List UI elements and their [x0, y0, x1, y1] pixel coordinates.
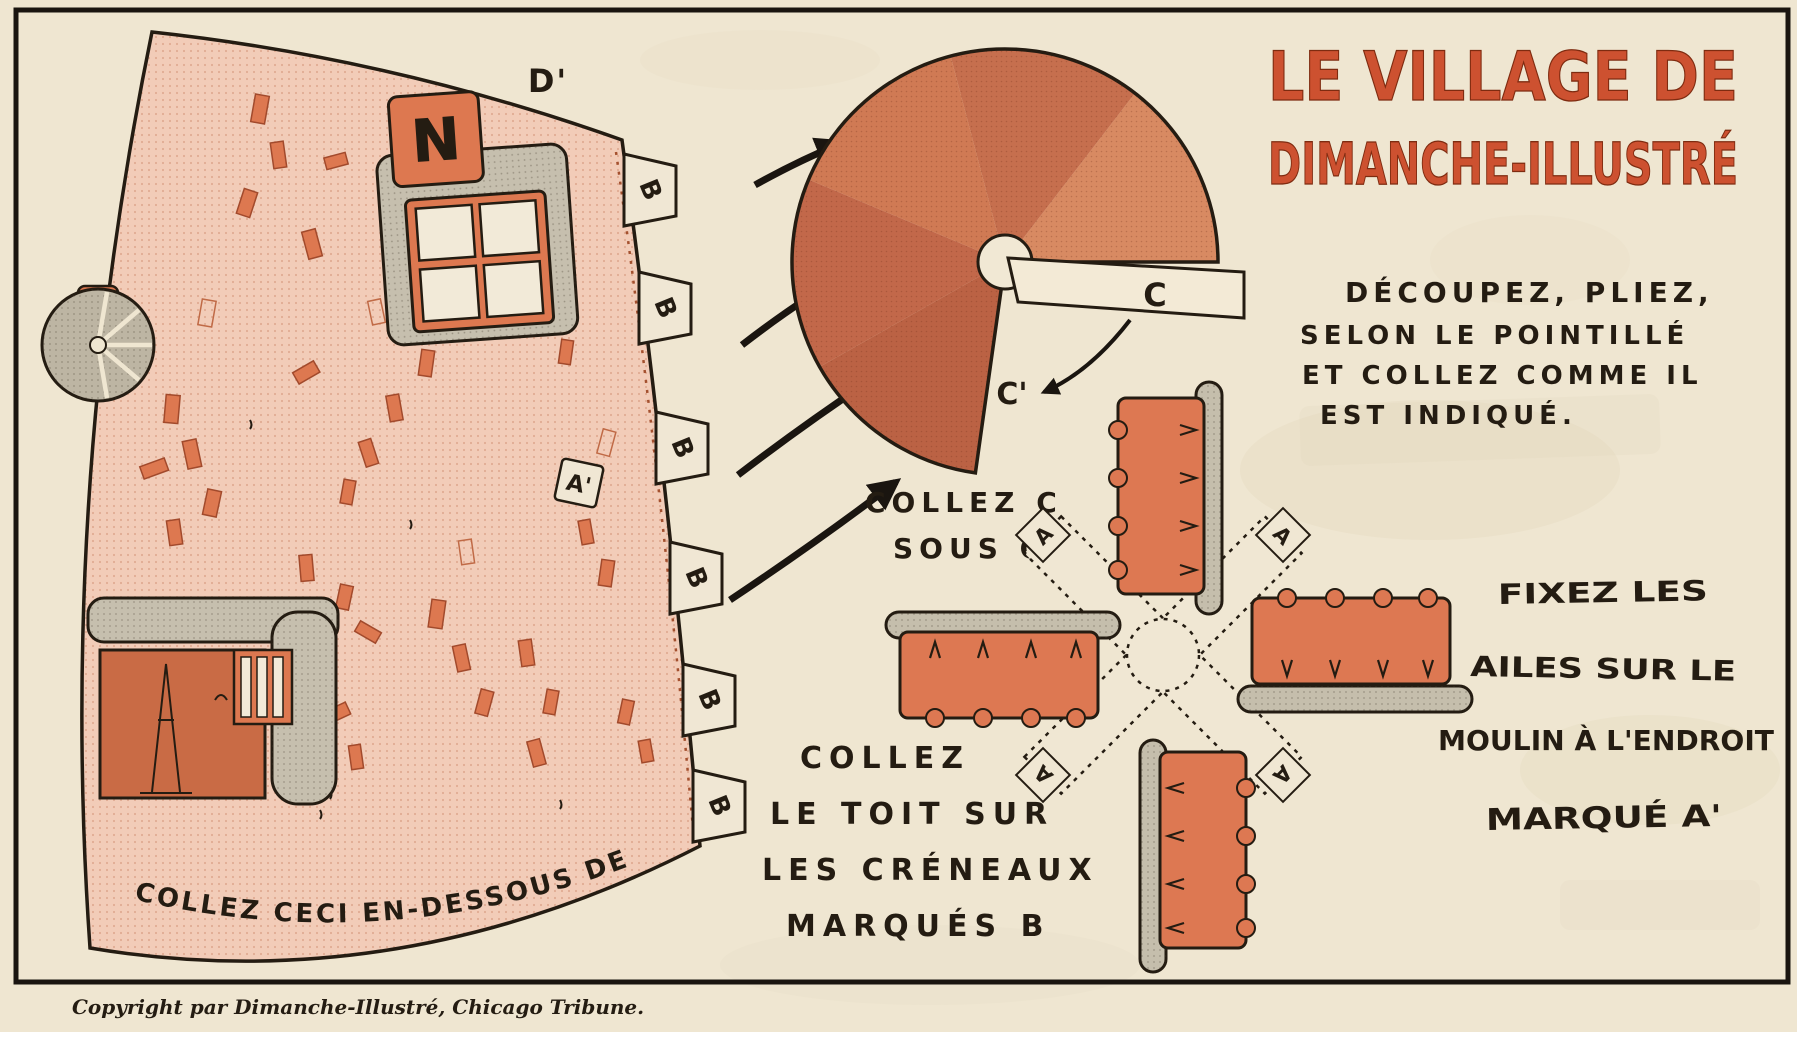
sail-south	[1138, 738, 1256, 974]
fan-outline	[80, 30, 702, 963]
sail-north	[1108, 380, 1224, 616]
sail-fix-caption: FIXEZ LES AILES SUR LE MOULIN À L'ENDROI…	[1438, 574, 1774, 838]
slit-window	[232, 648, 294, 726]
glue-tabs-b: B B B B B B	[622, 152, 747, 844]
roof-glue-caption: COLLEZ C SOUS C'	[865, 486, 1063, 565]
sail-scallops	[925, 708, 1086, 728]
disc-outline	[790, 47, 1220, 475]
sail-west	[884, 610, 1122, 728]
tower-glue-line: COLLEZ	[800, 741, 970, 776]
b-tab: B	[637, 270, 693, 346]
copyright-text: Copyright par Dimanche-Illustré, Chicago…	[72, 995, 644, 1019]
doorway-assembly	[86, 596, 340, 806]
assembly-arrow-icon	[728, 478, 902, 603]
curved-arrow-icon	[1040, 318, 1132, 395]
scan-edge-bottom	[0, 1032, 1804, 1038]
a-tip-markers: A A A A	[1014, 506, 1312, 804]
sail-scallops	[1236, 778, 1256, 938]
b-tab: B	[668, 540, 724, 616]
cross-hub	[1125, 617, 1201, 693]
tower-glue-line: MARQUÉS B	[786, 908, 1050, 944]
sail-stitches	[1164, 781, 1185, 935]
window-grid	[403, 189, 556, 334]
title-line-2: DIMANCHE-ILLUSTRÉ	[1268, 129, 1738, 198]
n-block-letter: N	[409, 105, 462, 176]
a-prime-label: A'	[564, 470, 594, 501]
sail-panel	[1116, 396, 1206, 596]
sail-fix-line: AILES SUR LE	[1470, 650, 1737, 688]
sail-panel	[1158, 750, 1248, 950]
a-prime-marker: A'	[553, 457, 605, 509]
sail-panel	[898, 630, 1100, 720]
belfry-structure: N	[375, 90, 580, 347]
intro-line: ET COLLEZ COMME IL	[1302, 361, 1703, 391]
sail-stitches	[1280, 659, 1435, 680]
roof-glue-line: COLLEZ C	[865, 486, 1063, 519]
c-glue-tab: C	[1006, 256, 1246, 320]
masthead-title: LE VILLAGE DE DIMANCHE-ILLUSTRÉ	[1267, 37, 1738, 198]
fan-piece: B B B B B B	[0, 0, 747, 963]
sail-east	[1236, 588, 1474, 714]
sail-stitches	[928, 638, 1083, 659]
windmill-cross: A A A A	[884, 380, 1474, 974]
page-frame	[13, 7, 1791, 985]
n-block: N	[386, 90, 485, 189]
intro-line: SELON LE POINTILLÉ	[1300, 319, 1689, 351]
roof-disc: C C'	[790, 47, 1246, 475]
sail-scallops	[1108, 420, 1128, 580]
c-label: C	[1143, 276, 1166, 314]
sail-scallops	[1277, 588, 1438, 608]
door-sketch	[140, 663, 228, 794]
sail-stitches	[1179, 423, 1200, 577]
intro-line: DÉCOUPEZ, PLIEZ,	[1345, 275, 1714, 309]
sail-panel	[1250, 596, 1452, 686]
sunburst-grating	[40, 284, 156, 403]
sail-fix-line: MARQUÉ A'	[1486, 798, 1723, 838]
sail-fix-line: MOULIN À L'ENDROIT	[1438, 723, 1774, 757]
paper-stains	[640, 30, 1780, 1005]
b-tab: B	[622, 152, 678, 228]
title-line-1: LE VILLAGE DE	[1268, 38, 1738, 117]
fan-fold-dotted-line	[614, 151, 696, 841]
b-tab: B	[654, 410, 710, 486]
b-tab: B	[691, 768, 747, 844]
d-prime-label: D'	[528, 62, 568, 100]
tower-glue-line: LE TOIT SUR	[770, 797, 1054, 832]
sail-fix-line: FIXEZ LES	[1498, 574, 1709, 611]
tower-glue-line: LES CRÉNEAUX	[762, 852, 1099, 888]
intro-instructions: DÉCOUPEZ, PLIEZ, SELON LE POINTILLÉ ET C…	[1300, 275, 1714, 431]
b-tab: B	[681, 662, 737, 738]
intro-line: EST INDIQUÉ.	[1320, 399, 1577, 431]
scan-edge-right	[1797, 0, 1804, 1038]
tower-glue-caption: COLLEZ LE TOIT SUR LES CRÉNEAUX MARQUÉS …	[762, 741, 1099, 944]
c-prime-label: C'	[996, 377, 1027, 412]
